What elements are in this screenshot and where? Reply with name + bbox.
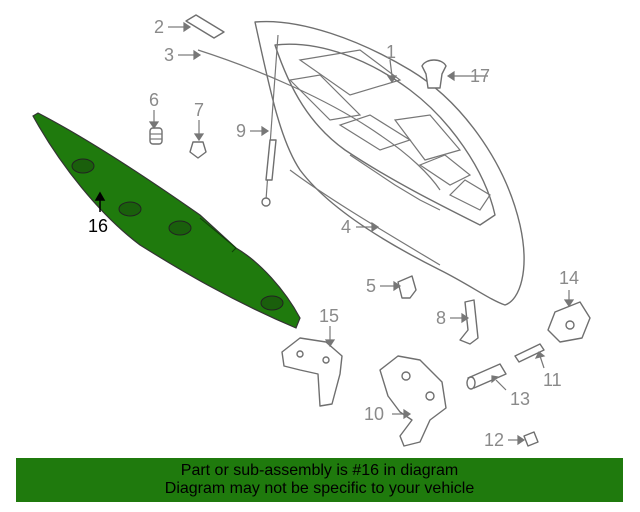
part-16-hood-insulator — [32, 112, 301, 329]
notice-line-1: Part or sub-assembly is #16 in diagram — [180, 462, 459, 479]
callout-11: 11 — [543, 370, 562, 390]
part-17-clip — [421, 59, 447, 89]
exploded-parts-diagram: 2 3 1 17 6 7 9 4 5 8 14 11 13 15 10 12 1… — [32, 14, 591, 450]
hood-panel — [254, 20, 525, 306]
part-14-hinge — [547, 301, 591, 343]
callout-12: 12 — [484, 430, 504, 450]
callout-5: 5 — [366, 276, 376, 296]
callout-15: 15 — [319, 306, 339, 326]
callout-13: 13 — [510, 389, 530, 409]
part-15-bracket — [281, 337, 343, 407]
callout-16: 16 — [88, 216, 108, 236]
part-8-bracket — [459, 299, 479, 345]
callout-8: 8 — [436, 308, 446, 328]
part-11-pin — [514, 343, 545, 363]
callout-9: 9 — [236, 121, 246, 141]
notice-banner: Part or sub-assembly is #16 in diagram D… — [16, 458, 623, 502]
callout-14: 14 — [559, 268, 579, 288]
part-10-latch — [379, 355, 447, 447]
callout-17: 17 — [470, 66, 490, 86]
callout-10: 10 — [364, 404, 384, 424]
part-13-sleeve — [466, 363, 507, 390]
callout-1: 1 — [386, 42, 396, 62]
callout-4: 4 — [341, 217, 351, 237]
part-7-bumper — [189, 141, 207, 159]
callout-2: 2 — [154, 17, 164, 37]
part-12-clip — [523, 431, 539, 447]
leader-16 — [94, 191, 106, 212]
callout-7: 7 — [194, 100, 204, 120]
part-6-bumper — [149, 127, 163, 145]
part-9-prop-rod — [261, 34, 279, 207]
leader-lines — [148, 21, 575, 446]
callout-labels: 2 3 1 17 6 7 9 4 5 8 14 11 13 15 10 12 1… — [88, 17, 579, 450]
part-3-weatherstrip — [197, 49, 441, 191]
part-5-bumper — [397, 275, 417, 299]
part-2-strip — [185, 14, 225, 39]
callout-6: 6 — [149, 90, 159, 110]
notice-line-2: Diagram may not be specific to your vehi… — [164, 480, 475, 497]
callout-3: 3 — [164, 45, 174, 65]
